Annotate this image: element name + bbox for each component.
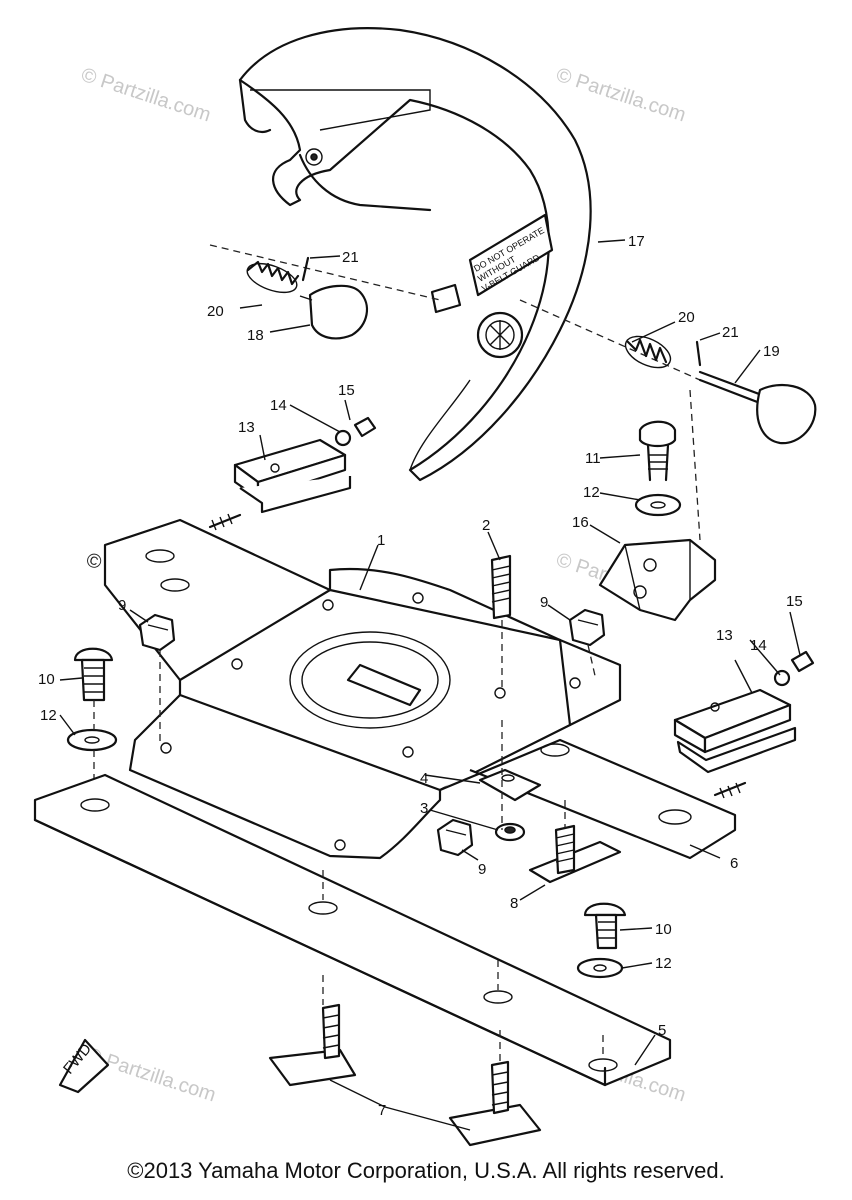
long-base-plate xyxy=(33,773,672,1087)
stud-bolt xyxy=(490,554,512,690)
callout-9-right: 9 xyxy=(540,594,548,611)
callout-9-left: 9 xyxy=(118,597,126,614)
copyright-notice: ©2013 Yamaha Motor Corporation, U.S.A. A… xyxy=(127,1158,725,1183)
callout-3: 3 xyxy=(420,800,428,817)
side-plate-right xyxy=(439,738,747,860)
callout-2: 2 xyxy=(482,517,490,534)
main-mounting-plate xyxy=(103,518,622,860)
callout-21-right: 21 xyxy=(722,324,739,341)
callout-13-lower: 13 xyxy=(716,627,733,644)
rubber-mount-upper-left xyxy=(208,416,377,531)
callout-11: 11 xyxy=(585,450,601,467)
spring-and-knob-right xyxy=(519,299,817,445)
leader-lines xyxy=(59,239,801,1131)
callout-19: 19 xyxy=(763,343,780,360)
callout-14-upper: 14 xyxy=(270,397,287,414)
washer-and-spacer xyxy=(478,720,542,842)
bracket-bolt-8 xyxy=(528,800,622,884)
callout-6: 6 xyxy=(730,855,738,872)
callout-17: 17 xyxy=(628,233,645,250)
callout-5: 5 xyxy=(658,1022,666,1039)
nuts xyxy=(138,608,606,857)
callout-13-upper: 13 xyxy=(238,419,255,436)
callout-18: 18 xyxy=(247,327,264,344)
callout-14-lower: 14 xyxy=(750,637,767,654)
callout-1: 1 xyxy=(377,532,385,549)
callout-15-upper: 15 xyxy=(338,382,355,399)
part-callouts: 17 21 20 18 20 21 19 15 14 13 11 12 16 1… xyxy=(38,233,803,1119)
bolt-washer-right xyxy=(576,902,627,979)
rubber-mount-lower-right xyxy=(673,650,815,774)
callout-12-left: 12 xyxy=(40,707,57,724)
callout-20-right: 20 xyxy=(678,309,695,326)
watermark-top-right: © Partzilla.com xyxy=(553,64,688,127)
callout-10-left: 10 xyxy=(38,671,55,688)
watermark-bottom-left: © Partzilla.com xyxy=(83,1044,218,1107)
callout-9-lower: 9 xyxy=(478,861,486,878)
studs-bottom xyxy=(268,975,542,1147)
callout-4: 4 xyxy=(420,770,428,787)
bolt-washer-left xyxy=(66,647,118,790)
callout-20-left: 20 xyxy=(207,303,224,320)
bracket-right xyxy=(598,389,717,622)
callout-7: 7 xyxy=(378,1102,386,1119)
callout-10-right: 10 xyxy=(655,921,672,938)
callout-21-left: 21 xyxy=(342,249,359,266)
callout-12-right: 12 xyxy=(655,955,672,972)
callout-16: 16 xyxy=(572,514,589,531)
callout-15-lower: 15 xyxy=(786,593,803,610)
callout-12-upper: 12 xyxy=(583,484,600,501)
spring-and-knob-left xyxy=(209,244,441,340)
callout-8: 8 xyxy=(510,895,518,912)
watermark-top-left: © Partzilla.com xyxy=(78,64,213,127)
belt-guard-cover: DO NOT OPERATE WITHOUT V-BELT GUARD xyxy=(238,27,592,482)
